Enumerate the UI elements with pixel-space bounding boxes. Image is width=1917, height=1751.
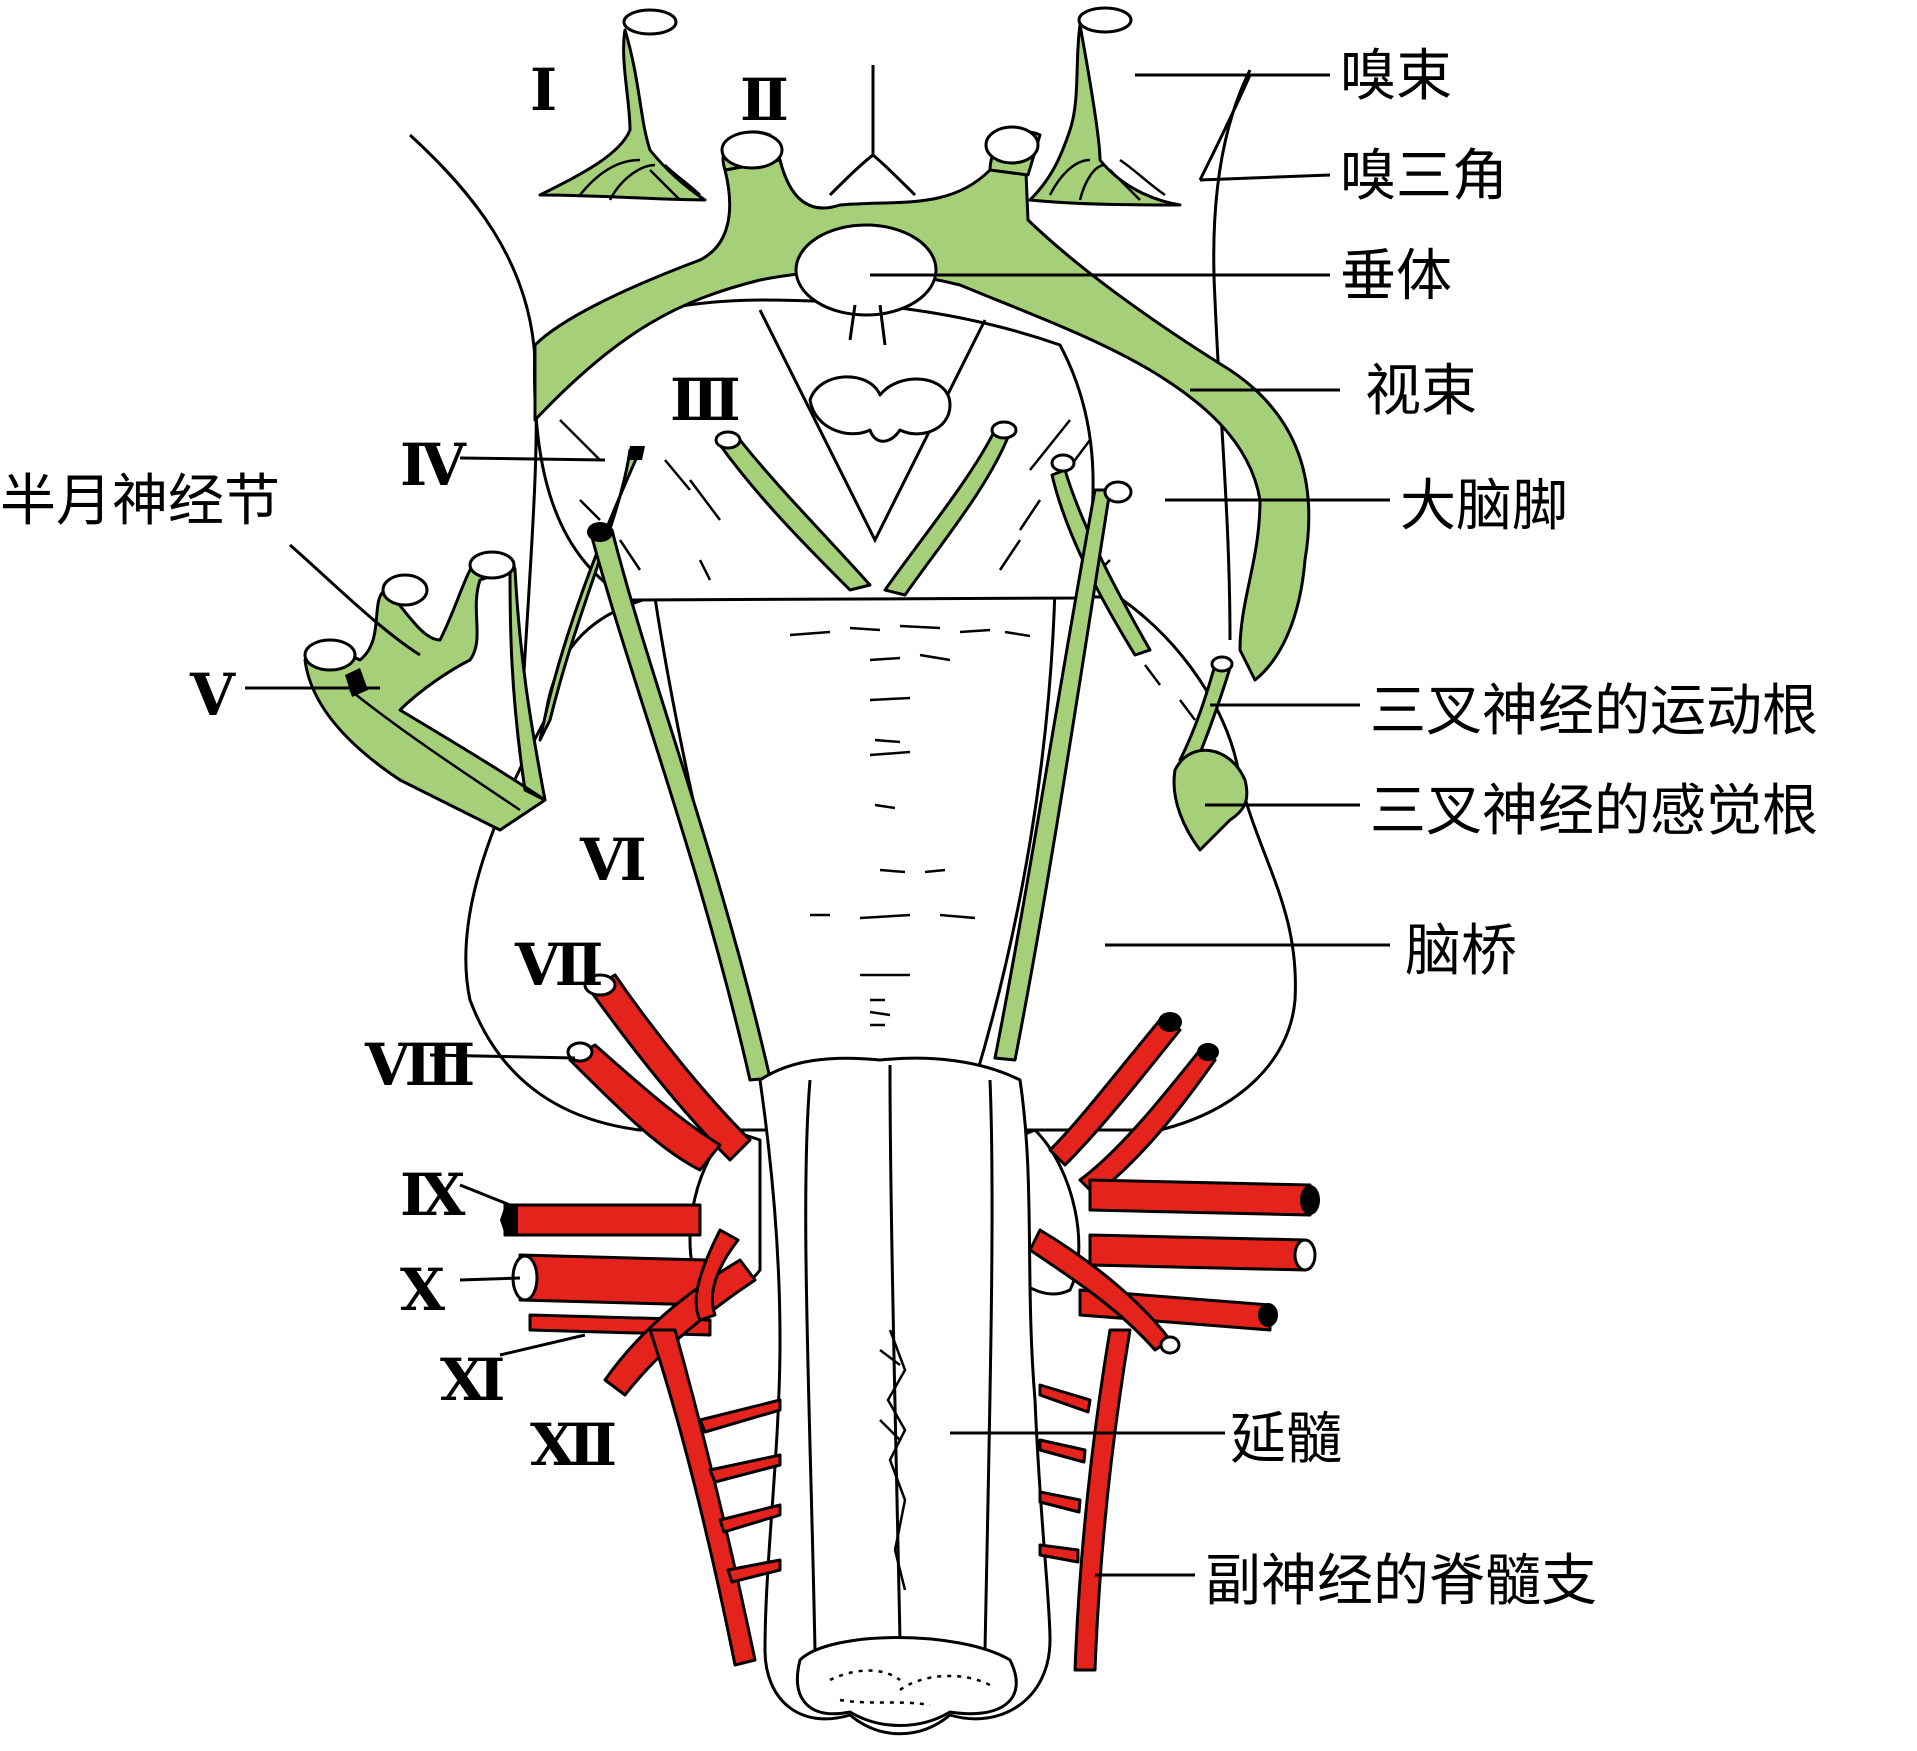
glossopharyngeal-nerve-right-cut: [1300, 1185, 1320, 1215]
glossopharyngeal-nerve-right: [1088, 1178, 1312, 1217]
label-optic-tract: 视束: [1365, 359, 1477, 424]
accessory-spinal-branch-left: [648, 1328, 757, 1667]
label-trigeminal-motor-root: 三叉神经的运动根: [1370, 679, 1818, 744]
glossopharyngeal-nerve-left-tip: [500, 1205, 518, 1235]
optic-nerve-right-cut: [984, 125, 1040, 165]
label-accessory-spinal-branch: 副神经的脊髓支: [1205, 1549, 1597, 1614]
accessory-spinal-branch-right: [1073, 1328, 1132, 1672]
trochlear-nerve-left-tip: [628, 446, 645, 460]
label-nerve-11: Ⅺ: [440, 1348, 505, 1413]
oculomotor-nerve-right: [883, 428, 1012, 597]
trigeminal-motor-root-right-cut: [1210, 655, 1234, 673]
trochlear-nerve-right: [1050, 468, 1152, 657]
facial-nerve-cut: [583, 973, 617, 997]
label-nerve-9: Ⅸ: [400, 1163, 466, 1228]
label-nerve-7: Ⅶ: [514, 933, 603, 998]
pons-striations: [789, 624, 1196, 1027]
label-nerve-5: Ⅴ: [189, 663, 236, 728]
label-nerve-10: Ⅹ: [400, 1258, 445, 1323]
facial-nerve: [588, 973, 752, 1162]
trigeminal-ganglion-cut-2: [381, 573, 429, 607]
medulla: [758, 1056, 1052, 1736]
medulla-pyramid-left: [804, 1079, 817, 1651]
pyramidal-decussation: [879, 1329, 907, 1591]
vagus-nerve-right-cut: [1293, 1238, 1317, 1272]
peduncle-shading-left: [559, 419, 721, 581]
chiasm-line: [828, 65, 917, 197]
label-nerve-3: Ⅲ: [670, 368, 741, 433]
hypoglossal-rootlets-left: [694, 1228, 740, 1322]
oculomotor-nerve-left-cut: [714, 430, 742, 450]
label-hypophysis: 垂体: [1340, 244, 1452, 309]
vestibulocochlear-nerve-right-cut: [1197, 1043, 1219, 1061]
label-nerve-6: Ⅵ: [579, 828, 647, 893]
label-cerebral-peduncle: 大脑脚: [1400, 474, 1568, 539]
olfactory-tract-right: [1028, 23, 1182, 207]
optic-nerve-left-cut: [720, 130, 784, 170]
label-nerve-2: Ⅱ: [740, 68, 789, 133]
right-hemisphere-outline: [1212, 69, 1252, 641]
trigeminal-sensory-root-right: [1172, 748, 1249, 852]
spinal-rootlets-right: [1038, 1383, 1092, 1564]
mammillary-bodies: [808, 375, 952, 443]
hypoglossal-nerve-left: [603, 1258, 757, 1397]
abducens-nerve-left-cut: [587, 522, 613, 542]
abducens-nerve-right: [993, 488, 1112, 1062]
hypophysis-stalk: [848, 304, 887, 346]
label-trigeminal-sensory-root: 三叉神经的感觉根: [1370, 779, 1818, 844]
medulla-cut-surface: [795, 1636, 1018, 1727]
trochlear-nerve-right-cut: [1050, 453, 1076, 473]
peduncle-shading-right: [998, 419, 1111, 591]
olfactory-tract-left: [538, 28, 707, 202]
trigeminal-ganglion-cut-3: [468, 550, 516, 580]
label-medulla: 延髓: [1230, 1407, 1342, 1472]
facial-nerve-right-cut: [1158, 1012, 1182, 1032]
spinal-rootlets-left: [698, 1398, 782, 1584]
hypoglossal-nerve-right-cut: [1159, 1335, 1181, 1355]
vagus-nerve-right: [1088, 1233, 1307, 1272]
oculomotor-nerve-left: [718, 438, 872, 592]
facial-nerve-right: [1048, 1018, 1182, 1167]
vagus-nerve-left: [518, 1253, 707, 1307]
olfactory-striae-left: [579, 158, 701, 201]
medulla-pyramid-right: [983, 1079, 994, 1651]
olfactory-striae-right: [1048, 158, 1166, 201]
label-nerve-12: Ⅻ: [530, 1413, 617, 1478]
abducens-nerve-right-cut: [1103, 480, 1133, 504]
label-olfactory-trigone: 嗅三角: [1340, 144, 1508, 209]
accessory-nerve-right-cut: [1258, 1303, 1278, 1327]
trigeminal-motor-tip-left: [345, 668, 368, 697]
olfactory-tract-left-cut: [622, 8, 678, 36]
trigeminal-nerve-left: [303, 561, 547, 832]
vestibulocochlear-nerve: [568, 1043, 722, 1172]
label-pons: 脑桥: [1405, 919, 1517, 984]
glossopharyngeal-nerve-left: [503, 1203, 702, 1237]
cut-surface-dots: [829, 1669, 991, 1707]
label-nerve-4: Ⅳ: [400, 433, 467, 498]
leader-lines: [245, 73, 1390, 1577]
trigeminal-ganglion-cut-1: [303, 638, 357, 672]
label-nerve-8: Ⅷ: [364, 1033, 475, 1098]
olfactory-tract-right-cut: [1077, 6, 1133, 34]
medulla-median-fissure: [888, 1064, 902, 1641]
oculomotor-nerve-right-cut: [990, 420, 1018, 440]
label-semilunar-ganglion: 半月神经节: [0, 469, 280, 534]
label-nerve-1: Ⅰ: [530, 58, 557, 123]
label-olfactory-tract: 嗅束: [1340, 44, 1452, 109]
trigeminal-motor-strip-left: [349, 689, 521, 812]
hypophysis: [794, 223, 938, 317]
